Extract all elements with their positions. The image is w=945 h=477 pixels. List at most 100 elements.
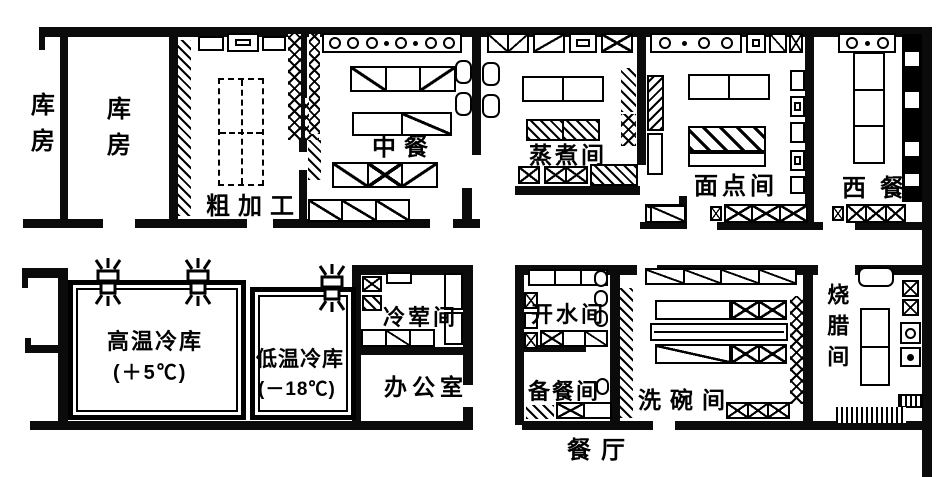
range-burners bbox=[650, 33, 742, 53]
wall-hotwater-east bbox=[610, 265, 620, 425]
wall-top-tick bbox=[39, 27, 45, 50]
equipment-strip bbox=[902, 34, 922, 202]
wall-sw-left bbox=[58, 268, 68, 430]
crossed-counter bbox=[846, 204, 906, 223]
wall-steam-south bbox=[515, 186, 640, 195]
sink-unit bbox=[262, 36, 286, 51]
wall-chinese-east-b bbox=[462, 188, 472, 228]
flue-crosshatch bbox=[621, 114, 636, 146]
wall-pantry-north bbox=[524, 345, 586, 352]
work-table bbox=[688, 152, 766, 167]
cold-store-high-temp: (＋5℃) bbox=[113, 362, 188, 384]
room-label-cold-dish-room: 冷荤间 bbox=[383, 305, 459, 330]
soiled-counter bbox=[645, 268, 797, 285]
oven-unit bbox=[790, 150, 805, 171]
prep-table-dashed bbox=[218, 78, 264, 186]
water-heater bbox=[594, 290, 608, 307]
dishwasher-conveyor bbox=[650, 323, 788, 341]
room-label-hot-water-room: 开水间 bbox=[531, 302, 607, 327]
steam-kettle bbox=[482, 94, 500, 118]
shelving-hatch bbox=[178, 40, 191, 216]
wall-pastry-south bbox=[717, 222, 823, 230]
work-table bbox=[350, 66, 456, 92]
cooker-unit bbox=[455, 92, 472, 116]
crossed-unit bbox=[518, 166, 540, 184]
stair-hatch bbox=[590, 164, 638, 186]
floor-grille bbox=[836, 407, 906, 423]
wall-dishwash-east bbox=[803, 265, 813, 425]
counter-hatch bbox=[362, 295, 382, 311]
crossed-unit bbox=[710, 206, 722, 221]
wall-south-3 bbox=[675, 421, 922, 430]
work-table bbox=[522, 76, 604, 102]
cold-store-low-inner-wall bbox=[258, 295, 348, 412]
oven-unit bbox=[790, 176, 805, 194]
wall-pastry-east bbox=[805, 30, 814, 230]
wall-south-2 bbox=[522, 421, 653, 430]
fridge-cabinet bbox=[444, 312, 463, 345]
crossed-counter bbox=[724, 204, 808, 223]
wall-steam-niche bbox=[640, 222, 687, 229]
door-leaf bbox=[650, 205, 686, 223]
room-label-office: 办公室 bbox=[384, 374, 468, 400]
wall-storage-divider bbox=[60, 30, 68, 222]
wall-prep-east-a bbox=[299, 30, 307, 152]
unit bbox=[524, 312, 538, 329]
crossed-unit bbox=[902, 280, 919, 297]
crossed-unit bbox=[832, 206, 844, 221]
counter bbox=[540, 330, 608, 347]
shelving-crosshatch bbox=[288, 34, 301, 140]
boiler-unit bbox=[569, 33, 597, 53]
room-label-storage-main: 库房 bbox=[102, 96, 130, 168]
hood-unit bbox=[858, 267, 894, 287]
stair-hatch bbox=[621, 68, 636, 112]
steamer-counter bbox=[526, 119, 600, 141]
fridge-cabinet bbox=[444, 273, 463, 310]
wall-south-1 bbox=[30, 421, 473, 430]
wall-corridor-north-1 bbox=[23, 219, 103, 228]
work-table bbox=[853, 52, 885, 164]
crossed-unit bbox=[902, 299, 919, 316]
steam-kettle bbox=[482, 62, 500, 86]
oven-unit bbox=[790, 96, 805, 117]
roast-cabinet bbox=[860, 308, 890, 386]
cooling-unit-icon bbox=[94, 258, 122, 306]
wall-colddish-west bbox=[352, 265, 361, 425]
shelf bbox=[386, 272, 412, 284]
wall-colddish-north bbox=[352, 265, 473, 275]
sink-bank bbox=[487, 33, 529, 53]
wall-right bbox=[922, 27, 932, 477]
cooker-unit bbox=[455, 60, 472, 84]
counter-hatch bbox=[526, 405, 554, 419]
wall-sw-tick bbox=[22, 268, 28, 288]
water-heater bbox=[594, 310, 608, 327]
boiler-unit bbox=[746, 33, 766, 53]
wall-colddish-east-b bbox=[463, 407, 473, 425]
crossed-unit bbox=[789, 33, 803, 53]
flue-hatch bbox=[620, 288, 633, 418]
wall-western-south bbox=[855, 222, 932, 230]
double-sink-unit bbox=[227, 33, 259, 52]
sink-unit bbox=[533, 33, 565, 53]
stair-hatch bbox=[647, 75, 664, 131]
water-heater bbox=[594, 270, 608, 287]
dough-table-hatched bbox=[688, 126, 766, 152]
shelving-crosshatch bbox=[309, 34, 320, 134]
sink-unit bbox=[362, 276, 382, 292]
stove-unit bbox=[900, 347, 921, 367]
grill-unit bbox=[898, 394, 923, 408]
sink-unit bbox=[198, 36, 224, 51]
crossed-counter bbox=[731, 300, 787, 320]
room-label-pantry-room: 备餐间 bbox=[528, 379, 601, 404]
cold-store-low-box bbox=[250, 287, 356, 420]
wall-chinese-east bbox=[472, 30, 481, 155]
wall-top bbox=[39, 27, 932, 37]
crossed-unit bbox=[601, 33, 633, 53]
room-label-cold-store-high: 高温冷库 bbox=[107, 329, 204, 354]
crossed-unit bbox=[524, 332, 538, 349]
range-burners bbox=[322, 33, 462, 53]
crossed-counter bbox=[726, 402, 790, 419]
wall-colddish-east-a bbox=[463, 265, 473, 385]
stove-unit bbox=[900, 322, 921, 344]
